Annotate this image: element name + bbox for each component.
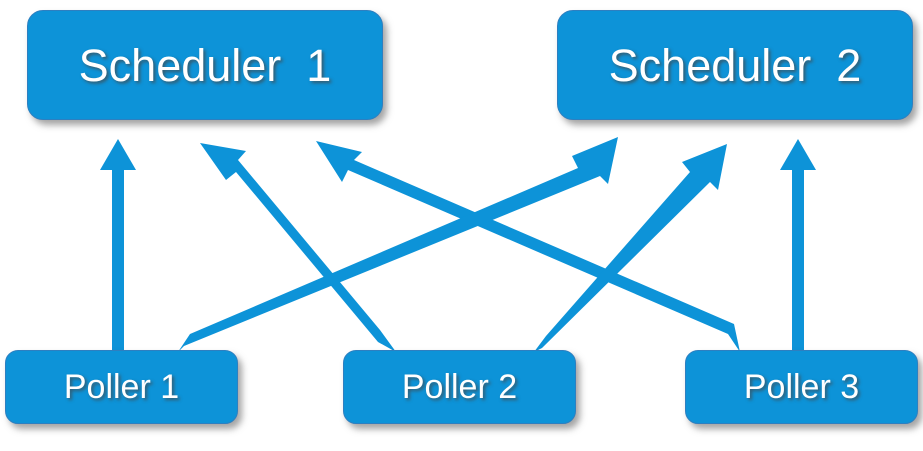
node-scheduler-2[interactable]: Scheduler 2 <box>557 10 913 120</box>
node-scheduler-1[interactable]: Scheduler 1 <box>27 10 383 120</box>
node-poller-2[interactable]: Poller 2 <box>343 350 576 424</box>
arrow-poller-2-to-scheduler-1 <box>200 143 396 352</box>
arrow-poller-1-to-scheduler-2 <box>178 137 618 352</box>
node-poller-2-label: Poller 2 <box>401 368 518 406</box>
node-poller-3[interactable]: Poller 3 <box>685 350 918 424</box>
arrow-poller-2-to-scheduler-2 <box>534 144 727 352</box>
node-scheduler-2-label: Scheduler 2 <box>608 39 862 91</box>
node-poller-3-label: Poller 3 <box>743 368 860 406</box>
arrow-poller-3-to-scheduler-2 <box>780 139 816 350</box>
node-poller-1-label: Poller 1 <box>63 368 180 406</box>
arrow-poller-1-to-scheduler-1 <box>100 139 136 350</box>
node-poller-1[interactable]: Poller 1 <box>5 350 238 424</box>
arrow-poller-3-to-scheduler-1 <box>316 141 740 352</box>
node-scheduler-1-label: Scheduler 1 <box>78 39 332 91</box>
